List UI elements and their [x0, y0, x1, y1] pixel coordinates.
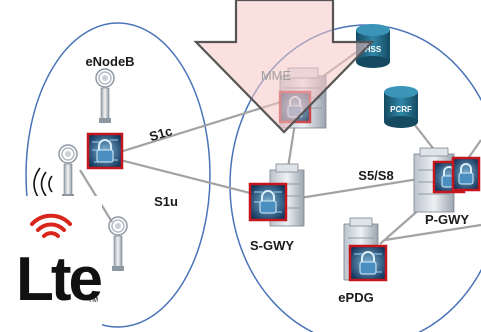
signal-waves-icon	[33, 167, 53, 201]
link-epdg-out-line	[384, 223, 481, 242]
radio-network-ellipse	[25, 22, 211, 328]
pgwy-label: P-GWY	[425, 212, 469, 227]
mme-label: MME	[261, 68, 292, 83]
link-s5s8-line	[299, 176, 426, 200]
sgwy-lock-icon	[248, 182, 288, 222]
hss-cylinder-icon: HSS	[356, 24, 390, 68]
epdg-lock-icon	[348, 244, 388, 282]
lte-logo: Lte TM	[0, 196, 105, 332]
s1u-label: S1u	[154, 194, 178, 209]
s5s8-label: S5/S8	[358, 168, 393, 183]
enodeb-lock-icon	[86, 132, 124, 170]
antenna-bottom-icon	[108, 216, 128, 271]
s1c-label: S1c	[148, 123, 174, 144]
down-arrow-icon	[193, 0, 375, 134]
lte-logo-text: Lte	[16, 245, 102, 314]
hss-label: HSS	[365, 45, 382, 54]
pcrf-cylinder-icon: PCRF	[384, 86, 418, 128]
enodeb-label: eNodeB	[85, 54, 134, 69]
pgwy-lock-right-icon	[451, 156, 481, 192]
lte-logo-tm: TM	[88, 297, 98, 304]
epdg-label: ePDG	[338, 290, 373, 305]
antenna-left-icon	[58, 144, 78, 199]
sgwy-label: S-GWY	[250, 238, 294, 253]
link-s1u-line	[119, 158, 263, 198]
pcrf-label: PCRF	[390, 105, 412, 114]
antenna-top-icon	[95, 68, 115, 123]
